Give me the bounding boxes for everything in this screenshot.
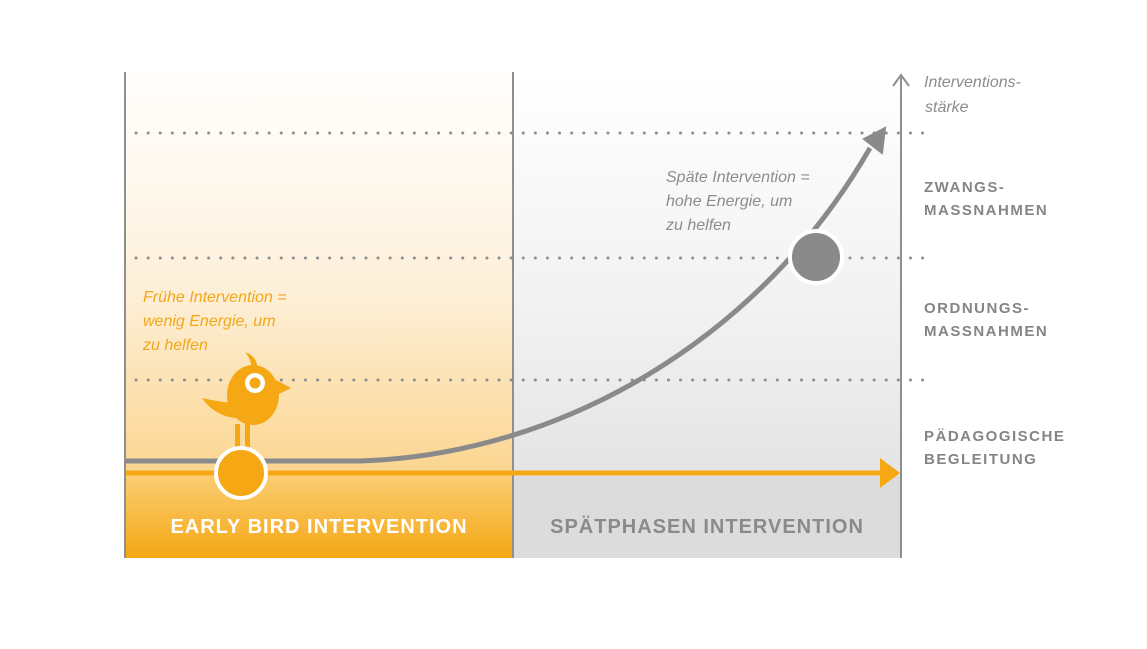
early-note-line2: wenig Energie, um <box>143 310 287 334</box>
level-label-paedagogik-line1: PÄDAGOGISCHE <box>924 425 1065 448</box>
early-note-line1: Frühe Intervention = <box>143 286 287 310</box>
early-intervention-note: Frühe Intervention = wenig Energie, um z… <box>143 286 287 358</box>
level-label-paedagogik-line2: BEGLEITUNG <box>924 448 1065 471</box>
early-phase-label: EARLY BIRD INTERVENTION <box>126 506 512 548</box>
y-axis-title-line2: stärke <box>924 95 1021 120</box>
late-note-line1: Späte Intervention = <box>666 166 810 190</box>
early-note-line3: zu helfen <box>143 334 287 358</box>
late-phase-label: SPÄTPHASEN INTERVENTION <box>514 506 900 548</box>
level-label-ordnung-line2: MASSNAHMEN <box>924 320 1048 343</box>
y-axis-title-line1: Interventions- <box>924 70 1021 95</box>
late-note-line2: hohe Energie, um <box>666 190 810 214</box>
level-label-ordnung: ORDNUNGS- MASSNAHMEN <box>924 297 1048 343</box>
orange-dot-marker <box>216 448 266 498</box>
y-axis-title: Interventions- stärke <box>924 70 1021 120</box>
level-label-zwang-line2: MASSNAHMEN <box>924 199 1048 222</box>
level-label-ordnung-line1: ORDNUNGS- <box>924 297 1048 320</box>
level-label-zwang: ZWANGS- MASSNAHMEN <box>924 176 1048 222</box>
level-label-paedagogik: PÄDAGOGISCHE BEGLEITUNG <box>924 425 1065 471</box>
level-label-zwang-line1: ZWANGS- <box>924 176 1048 199</box>
grey-dot-marker <box>790 231 842 283</box>
late-note-line3: zu helfen <box>666 214 810 238</box>
late-intervention-note: Späte Intervention = hohe Energie, um zu… <box>666 166 810 238</box>
